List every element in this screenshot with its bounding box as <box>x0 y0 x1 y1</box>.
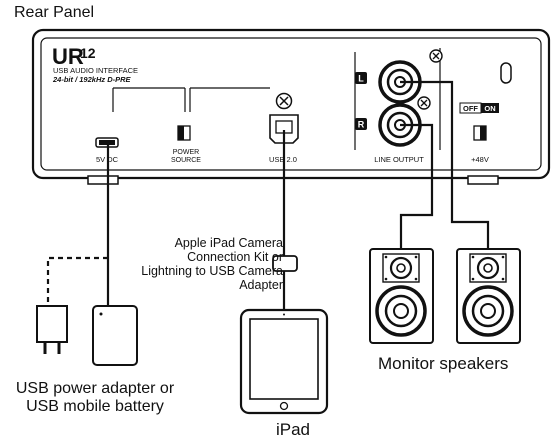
right-speaker-cable <box>399 123 434 249</box>
dc-power-port[interactable] <box>95 137 119 148</box>
usb-port-screw <box>275 92 293 110</box>
monitor-speaker-right <box>456 248 521 344</box>
usb-port[interactable] <box>269 114 299 144</box>
device-foot-left <box>87 175 119 185</box>
jack-screw-bottom <box>417 96 431 110</box>
power-source-switch[interactable] <box>177 125 191 141</box>
device-logo: UR <box>52 44 84 69</box>
phantom-off-label: OFF <box>463 104 478 113</box>
security-slot <box>500 62 512 84</box>
device-subtitle: USB AUDIO INTERFACE <box>53 66 138 75</box>
usb-mobile-battery <box>92 305 138 366</box>
phantom-power-switch[interactable] <box>473 125 487 141</box>
adapter-cable-dashed <box>46 256 108 304</box>
ipad-device <box>239 308 329 415</box>
left-speaker-cable <box>400 80 490 249</box>
power-source-label-1: POWER <box>173 149 199 156</box>
device-logo-number: 12 <box>80 45 96 61</box>
monitor-speakers-caption: Monitor speakers <box>378 354 509 373</box>
camera-adapter <box>272 255 298 272</box>
device-spec: 24-bit / 192kHz D-PRE <box>52 75 132 84</box>
device-foot-right <box>467 175 499 185</box>
jack-screw-top <box>429 49 443 63</box>
power-source-label-2: SOURCE <box>171 157 201 164</box>
usb-power-adapter <box>36 305 68 354</box>
left-channel-badge: L <box>358 74 364 84</box>
phantom-on-label: ON <box>484 104 495 113</box>
diagram-title: Rear Panel <box>14 4 95 21</box>
camera-adapter-label: Apple iPad Camera Connection Kit or Ligh… <box>141 236 283 292</box>
phantom-power-label: +48V <box>471 155 489 164</box>
line-output-label: LINE OUTPUT <box>374 155 424 164</box>
right-channel-badge: R <box>358 120 365 130</box>
ipad-caption: iPad <box>275 420 311 439</box>
monitor-speaker-left <box>369 248 434 344</box>
power-source-caption: USB power adapter or USB mobile battery <box>15 380 175 415</box>
cables <box>46 80 490 310</box>
